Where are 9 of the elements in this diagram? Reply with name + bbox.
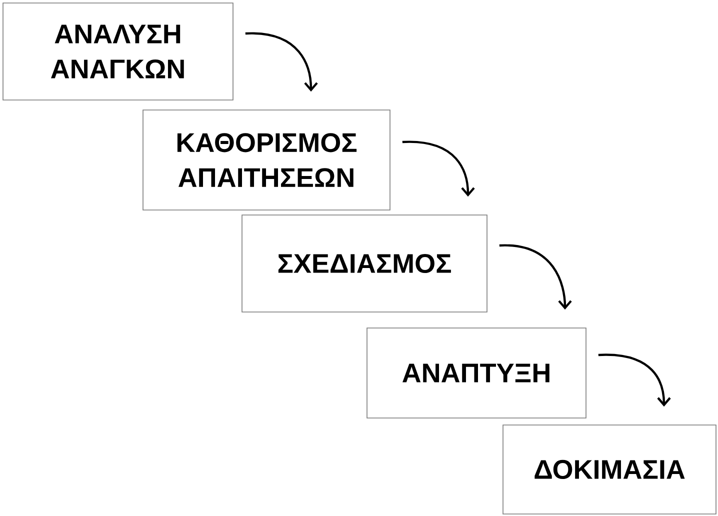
curved-arrow <box>598 354 671 407</box>
process-box: ΑΝΑΠΤΥΞΗ <box>366 328 586 418</box>
process-box: ΔΟΚΙΜΑΣΙΑ <box>502 424 716 514</box>
curved-arrow <box>245 32 318 92</box>
process-box: ΑΝΑΛΥΣΗ ΑΝΑΓΚΩΝ <box>2 2 234 100</box>
curved-arrow <box>499 244 572 310</box>
process-box: ΚΑΘΟΡΙΣΜΟΣ ΑΠΑΙΤΗΣΕΩΝ <box>142 110 390 210</box>
curved-arrow <box>402 140 475 197</box>
process-box: ΣΧΕΔΙΑΣΜΟΣ <box>242 214 488 312</box>
